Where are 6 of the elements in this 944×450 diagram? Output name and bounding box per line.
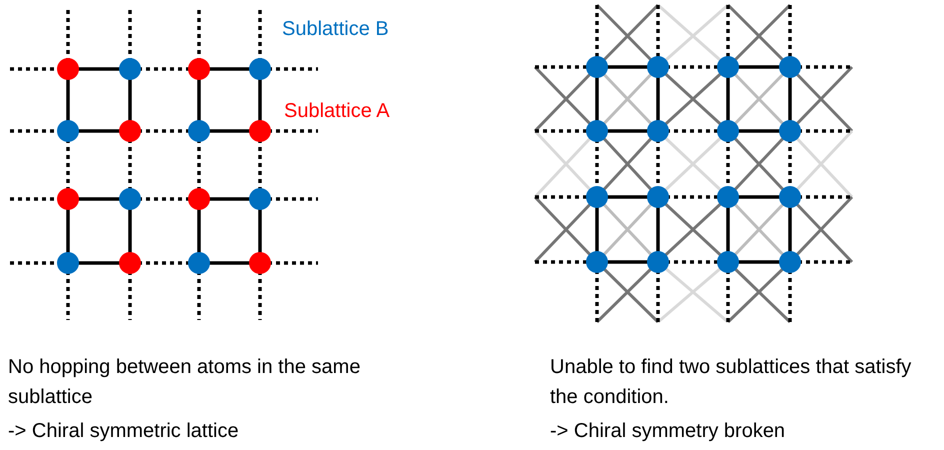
caption: -> Chiral symmetric lattice [8, 419, 240, 444]
sublattice-label: Sublattice B [282, 17, 390, 42]
caption: No hopping between atoms in the same sublattice [8, 355, 362, 410]
caption: -> Chiral symmetry broken [550, 419, 786, 444]
caption: Unable to find two sublattices that satisfy the condition. [550, 355, 912, 410]
sublattice-label: Sublattice A [284, 99, 391, 124]
